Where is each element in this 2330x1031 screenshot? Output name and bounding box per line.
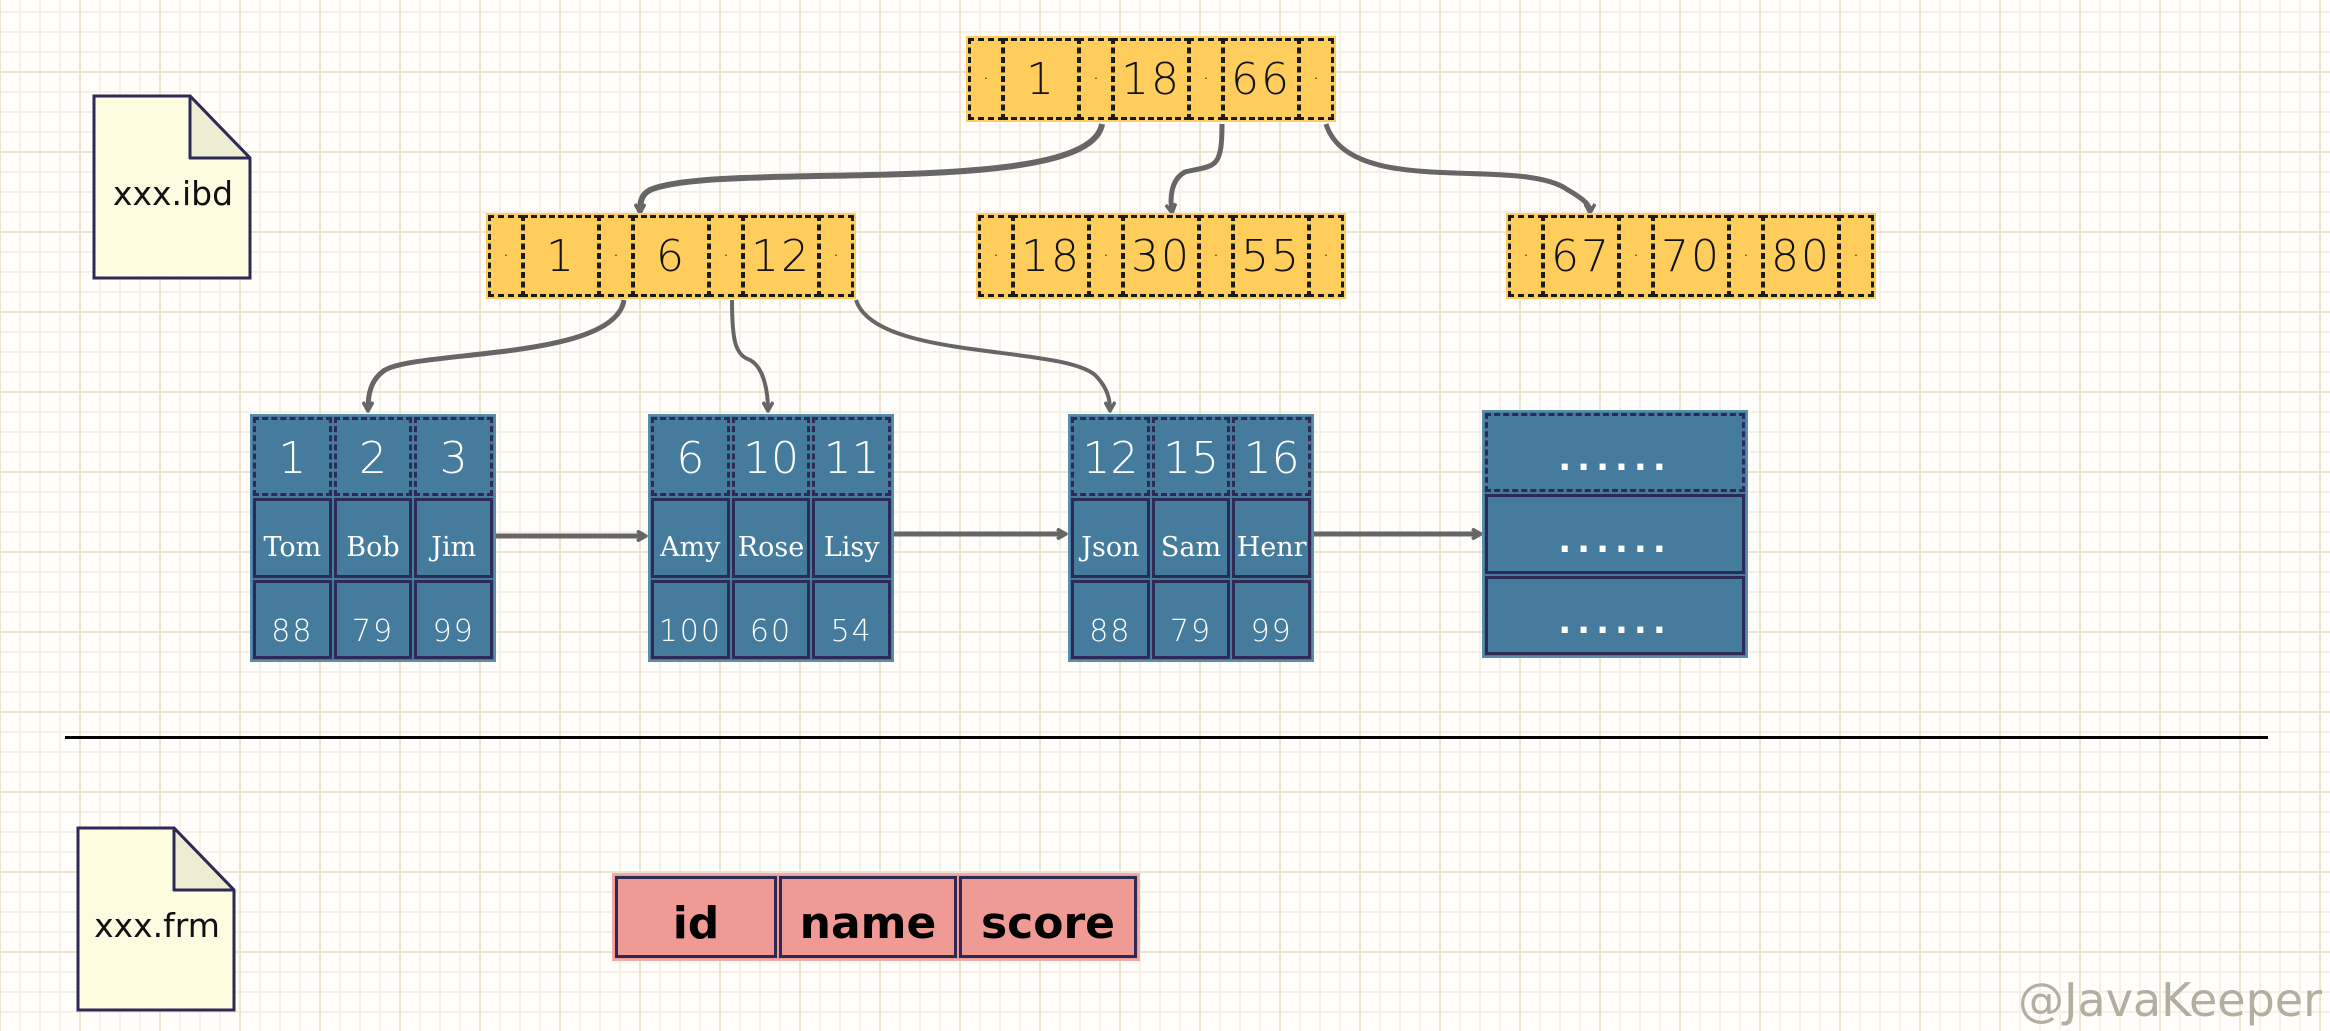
index-key: 18 — [1112, 38, 1190, 120]
table-definition: id name score — [614, 875, 1138, 959]
leaf-id: 12 — [1071, 417, 1150, 497]
leaf-id: 2 — [333, 417, 413, 497]
ibd-file-icon: xxx.ibd — [92, 94, 254, 282]
leaf-score: 79 — [1151, 579, 1231, 659]
column-score: score — [959, 876, 1137, 958]
leaf-name: Rose — [731, 498, 811, 578]
leaf-score: 88 — [253, 579, 332, 659]
leaf-id: 6 — [651, 417, 730, 497]
index-key: 55 — [1232, 215, 1310, 297]
leaf-node-more: ...... ...... ...... — [1484, 412, 1746, 656]
index-key: 12 — [742, 215, 820, 297]
index-key: 1 — [1002, 38, 1080, 120]
column-name: name — [779, 876, 957, 958]
leaf-ellipsis-row: ...... — [1485, 413, 1745, 493]
arrow-node-1-to-leaf-1 — [368, 299, 627, 410]
pointer-slot: · — [1188, 38, 1224, 120]
leaf-id: 16 — [1232, 417, 1311, 497]
leaf-id: 1 — [253, 417, 332, 497]
pointer-slot: · — [1198, 215, 1234, 297]
leaf-name: Json — [1071, 498, 1150, 578]
watermark: @JavaKeeper — [2017, 973, 2322, 1027]
pointer-slot: · — [1508, 215, 1544, 297]
ibd-file-label: xxx.ibd — [112, 174, 234, 213]
leaf-name: Tom — [253, 498, 332, 578]
leaf-id: 10 — [731, 417, 811, 497]
arrow-root-to-node-3 — [1323, 123, 1590, 212]
pointer-slot: · — [978, 215, 1014, 297]
leaf-name: Lisy — [812, 498, 891, 578]
index-key: 67 — [1542, 215, 1620, 297]
index-node-2: · 18 · 30 · 55 · — [978, 215, 1344, 297]
index-key: 80 — [1762, 215, 1840, 297]
leaf-score: 54 — [812, 579, 891, 659]
frm-file-icon: xxx.frm — [76, 826, 238, 1014]
leaf-score: 88 — [1071, 579, 1150, 659]
index-key: 70 — [1652, 215, 1730, 297]
leaf-score: 100 — [651, 579, 730, 659]
index-node-3: · 67 · 70 · 80 · — [1508, 215, 1874, 297]
leaf-node-1: 1 2 3 Tom Bob Jim 88 79 99 — [252, 416, 494, 660]
pointer-slot: · — [968, 38, 1004, 120]
pointer-slot: · — [598, 215, 634, 297]
pointer-slot: · — [1088, 215, 1124, 297]
section-divider — [65, 736, 2268, 739]
arrow-node-1-to-leaf-3 — [854, 299, 1110, 410]
arrow-root-to-node-2 — [1171, 123, 1225, 212]
index-key: 6 — [632, 215, 710, 297]
pointer-slot: · — [708, 215, 744, 297]
leaf-score: 99 — [414, 579, 493, 659]
leaf-id: 11 — [812, 417, 891, 497]
leaf-id: 15 — [1151, 417, 1231, 497]
frm-file-label: xxx.frm — [94, 906, 220, 945]
leaf-name: Amy — [651, 498, 730, 578]
root-index-node: · 1 · 18 · 66 · — [968, 38, 1334, 120]
pointer-slot: · — [818, 215, 854, 297]
leaf-name: Henr — [1232, 498, 1311, 578]
leaf-score: 79 — [333, 579, 413, 659]
index-node-1: · 1 · 6 · 12 · — [488, 215, 854, 297]
leaf-node-3: 12 15 16 Json Sam Henr 88 79 99 — [1070, 416, 1312, 660]
pointer-slot: · — [1308, 215, 1344, 297]
leaf-ellipsis-row: ...... — [1485, 494, 1745, 574]
leaf-ellipsis-row: ...... — [1485, 575, 1745, 655]
leaf-name: Bob — [333, 498, 413, 578]
pointer-slot: · — [1618, 215, 1654, 297]
leaf-name: Sam — [1151, 498, 1231, 578]
pointer-slot: · — [1728, 215, 1764, 297]
pointer-slot: · — [1838, 215, 1874, 297]
leaf-score: 60 — [731, 579, 811, 659]
index-key: 18 — [1012, 215, 1090, 297]
index-key: 30 — [1122, 215, 1200, 297]
index-key: 1 — [522, 215, 600, 297]
arrow-root-to-node-1 — [640, 123, 1105, 212]
leaf-name: Jim — [414, 498, 493, 578]
pointer-slot: · — [1078, 38, 1114, 120]
pointer-slot: · — [1298, 38, 1334, 120]
pointer-slot: · — [488, 215, 524, 297]
arrow-node-1-to-leaf-2 — [730, 299, 768, 410]
index-key: 66 — [1222, 38, 1300, 120]
leaf-node-2: 6 10 11 Amy Rose Lisy 100 60 54 — [650, 416, 892, 660]
leaf-score: 99 — [1232, 579, 1311, 659]
column-id: id — [615, 876, 777, 958]
leaf-id: 3 — [414, 417, 493, 497]
